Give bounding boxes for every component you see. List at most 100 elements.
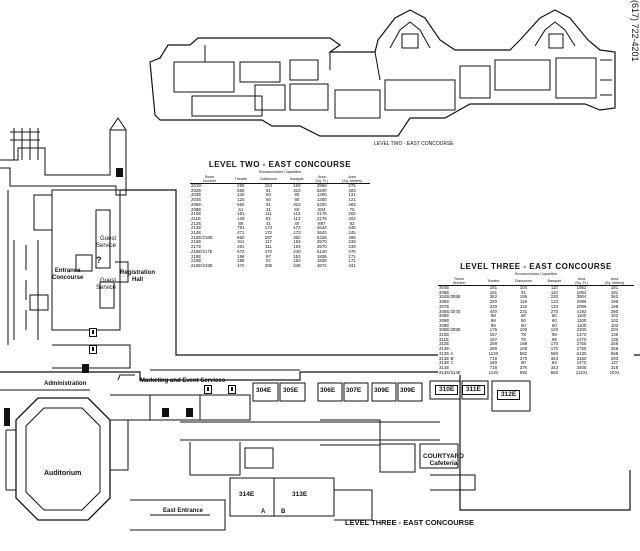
- level-two-table-cell: 173: [293, 225, 301, 231]
- level-two-table-cell: 218E/219E: [191, 262, 213, 268]
- level-two-table-cell: 61: [266, 187, 271, 193]
- restroom-icon: [89, 328, 97, 337]
- level-three-table-cell: 88: [490, 322, 496, 328]
- registration-hall-label: Registration Hall: [120, 270, 156, 283]
- level-three-table-cell: 309E: [439, 322, 450, 328]
- level-three-table-cell: 390: [610, 308, 619, 314]
- level-three-table-cell: 293: [610, 355, 619, 361]
- room-305e[interactable]: 305E: [283, 387, 299, 394]
- room-306e[interactable]: 306E: [320, 387, 336, 394]
- room-304e[interactable]: 304E: [256, 387, 272, 394]
- room-312e[interactable]: 312E: [497, 390, 521, 400]
- level-two-table-cell: 887: [318, 220, 326, 226]
- level-two-column-header: Classroom: [252, 175, 285, 184]
- room-307e[interactable]: 307E: [346, 387, 362, 394]
- level-two-table-cell: 213E: [191, 225, 202, 231]
- level-two-table-cell: 75: [349, 206, 355, 212]
- room-311e[interactable]: 311E: [462, 385, 485, 395]
- room-309e-b[interactable]: 309E: [400, 387, 416, 394]
- level-two-table-cell: 245: [348, 230, 356, 236]
- level-three-table-cell: 1120: [488, 350, 499, 356]
- level-three-table-cell: 314E/314E: [439, 369, 461, 375]
- level-two-column-header: Banquet: [284, 175, 310, 184]
- level-two-table-cell: 2643: [316, 230, 327, 236]
- level-two-table-cell: 341: [348, 262, 356, 268]
- level-three-table-cell: 258: [489, 341, 498, 347]
- level-three-table-cell: 157: [489, 332, 498, 338]
- level-two-table-cell: 90: [294, 197, 300, 203]
- level-three-table-cell: 270: [550, 308, 559, 314]
- level-three-table-cell: 60: [551, 313, 557, 319]
- level-two-column-header: Area (Sq. Meters): [334, 175, 370, 184]
- level-two-table-cell: 117: [264, 239, 272, 245]
- level-three-table-cell: 582: [519, 350, 528, 356]
- level-two-table-cell: 214E: [191, 230, 202, 236]
- level-two-table-cell: 258: [237, 183, 245, 188]
- level-two-table-cell: 804: [318, 206, 326, 212]
- level-three-table-cell: 310E: [439, 332, 450, 338]
- level-two-table-cell: 5140: [316, 248, 327, 254]
- room-310e[interactable]: 310E: [435, 385, 459, 395]
- level-two-table-cell: 245: [348, 225, 356, 231]
- lower-plan-caption: LEVEL THREE - EAST CONCOURSE: [345, 518, 475, 527]
- level-three-table-cell: 2200: [576, 327, 587, 333]
- level-three-table-cell: 308E/309E: [439, 327, 461, 333]
- level-two-table-title: LEVEL TWO - EAST CONCOURSE: [208, 160, 352, 169]
- level-three-table-cell: 78: [520, 332, 526, 338]
- level-three-table-cell: 231: [519, 308, 528, 314]
- level-two-table-cell: 113: [293, 211, 301, 217]
- level-three-table-cell: 4192: [576, 308, 587, 314]
- level-two-table-cell: 212E: [191, 220, 202, 226]
- level-three-column-header: Theatre: [480, 277, 507, 286]
- level-two-table-cell: 120: [237, 192, 245, 198]
- level-two-column-header: Area (Sq. Ft.): [309, 175, 335, 184]
- level-two-table-cell: 2176: [316, 211, 327, 217]
- level-three-table-cell: 98: [551, 332, 557, 338]
- level-three-table-title: LEVEL THREE - EAST CONCOURSE: [460, 262, 612, 271]
- room-314e[interactable]: 314E: [239, 491, 255, 498]
- level-two-table-cell: 3672: [316, 262, 327, 268]
- level-two-column-header: Room Number: [190, 175, 230, 184]
- restroom-icon: [204, 385, 212, 394]
- level-three-table-cell: 98: [551, 336, 557, 342]
- level-three-table-cell: 313E: [439, 346, 450, 352]
- info-marker[interactable]: ?: [96, 255, 102, 265]
- level-three-table-cell: 1100: [576, 313, 587, 319]
- level-two-table-cell: 239: [348, 244, 356, 250]
- level-three-table-cell: 137: [610, 360, 619, 366]
- level-three-table-cell: 256: [610, 341, 619, 347]
- level-three-table-cell: 1470: [576, 332, 587, 338]
- level-two-table-cell: 206E: [191, 201, 202, 207]
- level-two-table-cell: 120: [237, 197, 245, 203]
- guest-service-label-top: Guest Service: [96, 236, 117, 249]
- level-two-table-cell: 219E: [191, 258, 202, 264]
- level-two-table-cell: 5200: [316, 187, 327, 193]
- room-313e[interactable]: 313E: [292, 491, 308, 498]
- level-two-table-cell: 60: [266, 197, 271, 203]
- level-three-table-cell: 133: [550, 299, 559, 305]
- level-two-table-cell: 248: [293, 262, 301, 268]
- level-two-table-cell: 281: [237, 244, 245, 250]
- level-three-table-cell: 50: [520, 313, 526, 319]
- room-309e-a[interactable]: 309E: [374, 387, 390, 394]
- restroom-icon: [89, 345, 97, 354]
- level-three-table-cell: 118: [519, 303, 527, 309]
- level-three-table-cell: 1470: [576, 336, 587, 342]
- level-two-table-cell: 41: [266, 220, 271, 226]
- level-three-table-cell: 311E: [439, 336, 449, 342]
- level-three-table-cell: 3406: [576, 364, 587, 370]
- level-three-column-header: Classroom: [506, 277, 541, 286]
